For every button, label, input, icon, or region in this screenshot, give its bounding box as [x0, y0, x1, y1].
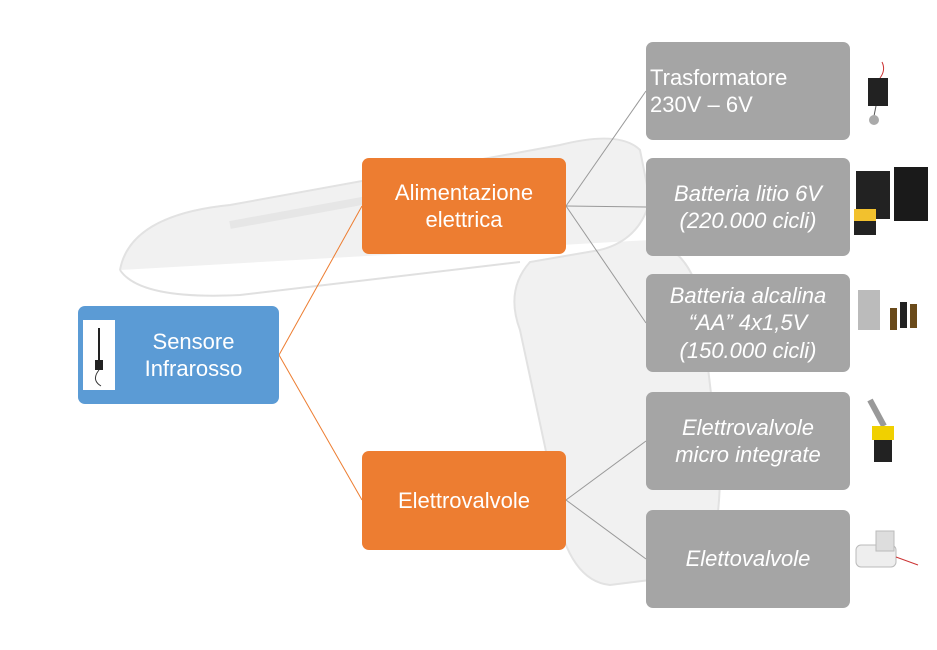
- sensor-icon: [83, 320, 115, 390]
- solenoid-valve-icon: [855, 530, 919, 568]
- leaf-batteria-alcalina: Batteria alcalina“AA” 4x1,5V(150.000 cic…: [646, 274, 850, 372]
- connector-root-alimentazione: [278, 205, 363, 356]
- connector-leaf-4: [565, 440, 647, 501]
- lithium-battery-icon: [854, 167, 928, 235]
- connector-leaf-3: [565, 205, 647, 324]
- connector-root-elettrovalvole: [278, 354, 363, 501]
- leaf-line1: Elettovalvole: [685, 546, 811, 572]
- leaf-line2: 230V – 6V: [650, 92, 753, 117]
- leaf-line2: micro integrate: [675, 442, 821, 467]
- leaf-line1: Trasformatore: [650, 64, 788, 90]
- leaf-line2: “AA” 4x1,5V: [688, 310, 808, 336]
- leaf-elettovalvole: Elettovalvole: [646, 510, 850, 608]
- leaf-line2: (220.000 cicli): [679, 208, 817, 233]
- connector-leaf-2: [565, 205, 647, 208]
- aa-battery-icon: [858, 290, 917, 330]
- branch-label-line2: elettrica: [425, 207, 503, 232]
- leaf-line1: Batteria alcalina: [669, 282, 827, 308]
- leaf-line1: Batteria litio 6V: [674, 180, 822, 206]
- root-label-line2: Infrarosso: [144, 356, 243, 381]
- branch-label: Elettrovalvole: [397, 487, 531, 513]
- node-elettrovalvole: Elettrovalvole: [362, 451, 566, 550]
- root-label-line1: Sensore: [152, 328, 235, 354]
- connector-leaf-5: [565, 499, 647, 560]
- branch-label-line1: Alimentazione: [394, 179, 534, 205]
- leaf-line1: Elettrovalvole: [681, 414, 815, 440]
- leaf-line3: (150.000 cicli): [679, 337, 817, 363]
- micro-valve-icon: [867, 398, 894, 462]
- connector-leaf-1: [565, 90, 647, 207]
- node-sensore-infrarosso: Sensore Infrarosso: [78, 306, 279, 404]
- node-alimentazione-elettrica: Alimentazione elettrica: [362, 158, 566, 254]
- leaf-batteria-litio: Batteria litio 6V(220.000 cicli): [646, 158, 850, 256]
- transformer-icon: [868, 61, 888, 125]
